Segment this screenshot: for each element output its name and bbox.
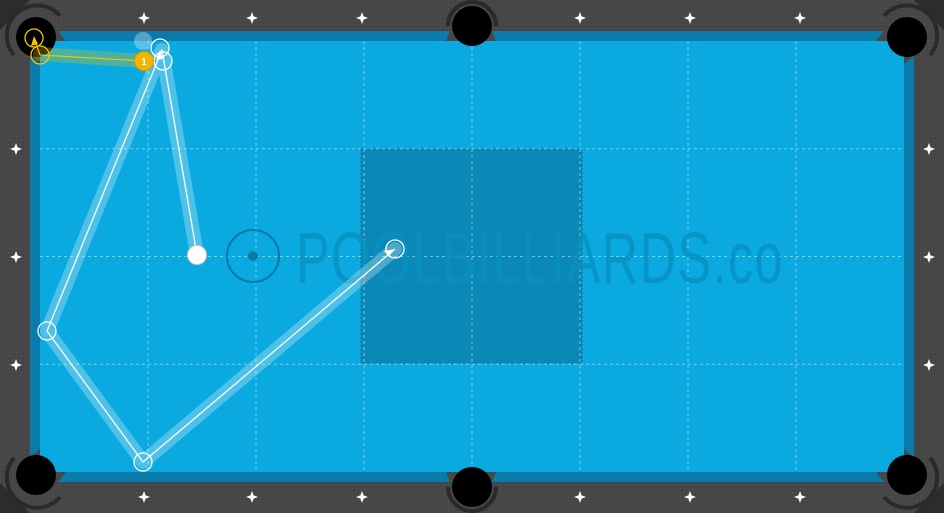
felt-grid	[40, 41, 904, 472]
contact-point-circle	[133, 452, 153, 472]
watermark: POOLBILLIARDS.co	[226, 219, 784, 299]
cushion-right	[904, 56, 914, 457]
rail-diamonds	[10, 12, 935, 503]
watermark-logo-dot	[248, 251, 258, 261]
pocket-rim	[446, 0, 498, 27]
cue-final-position-circle	[385, 239, 405, 259]
diamond-icon	[684, 12, 696, 24]
diamond-icon	[923, 251, 935, 263]
cue-path-arrow-icon	[156, 50, 163, 60]
diamond-icon	[246, 491, 258, 503]
pocket-rim	[4, 3, 62, 57]
pockets	[4, 0, 940, 513]
pocket-top-middle	[452, 6, 492, 46]
diamond-icon	[794, 491, 806, 503]
object-pocket-circle	[24, 28, 44, 48]
object-ball-path	[24, 28, 151, 68]
pocket-bottom-left	[16, 455, 56, 495]
object-ball-1[interactable]: 1	[134, 51, 154, 71]
cushion-bottom-right	[492, 472, 884, 482]
pocket-rim	[882, 456, 940, 510]
diamond-icon	[356, 12, 368, 24]
cushion-top-left	[58, 31, 450, 41]
cue-path-arrow-icon	[384, 249, 395, 256]
pocket-rim	[446, 486, 498, 513]
balls[interactable]: 1	[134, 51, 207, 265]
diamond-icon	[10, 143, 22, 155]
pocket-bottom-right	[887, 455, 927, 495]
cue-ball[interactable]	[187, 245, 207, 265]
cushion-left	[30, 56, 40, 457]
diamond-icon	[684, 491, 696, 503]
diamond-icon	[356, 491, 368, 503]
object-ball-1-label: 1	[141, 57, 147, 68]
diamond-icon	[574, 491, 586, 503]
watermark-logo-ring	[226, 229, 280, 283]
cushions	[30, 31, 914, 482]
object-ball-1-body[interactable]	[134, 51, 154, 71]
diamond-icon	[10, 359, 22, 371]
diamond-icon	[10, 251, 22, 263]
pocket-bottom-middle	[452, 467, 492, 507]
pocket-rim	[4, 456, 62, 510]
cushion-bottom-left	[58, 472, 450, 482]
diamond-icon	[246, 12, 258, 24]
cue-path	[37, 38, 405, 472]
pocket-top-left	[16, 17, 56, 57]
pocket-rim	[882, 3, 940, 57]
contact-point-circle	[37, 321, 57, 341]
center-shaded-area	[360, 148, 583, 364]
diamond-icon	[574, 12, 586, 24]
ghost-ball	[134, 32, 152, 50]
cue-path-line	[46, 49, 396, 463]
diamond-icon	[923, 143, 935, 155]
diamond-icon	[923, 359, 935, 371]
diamond-icon	[794, 12, 806, 24]
object-path-arrow-icon	[31, 36, 38, 46]
cushion-top-right	[492, 31, 884, 41]
diamond-icon	[138, 491, 150, 503]
diamond-icon	[138, 12, 150, 24]
watermark-text: POOLBILLIARDS.co	[296, 219, 784, 299]
pocket-top-right	[887, 17, 927, 57]
object-path-line	[39, 54, 145, 62]
object-contact-circle	[30, 45, 50, 65]
